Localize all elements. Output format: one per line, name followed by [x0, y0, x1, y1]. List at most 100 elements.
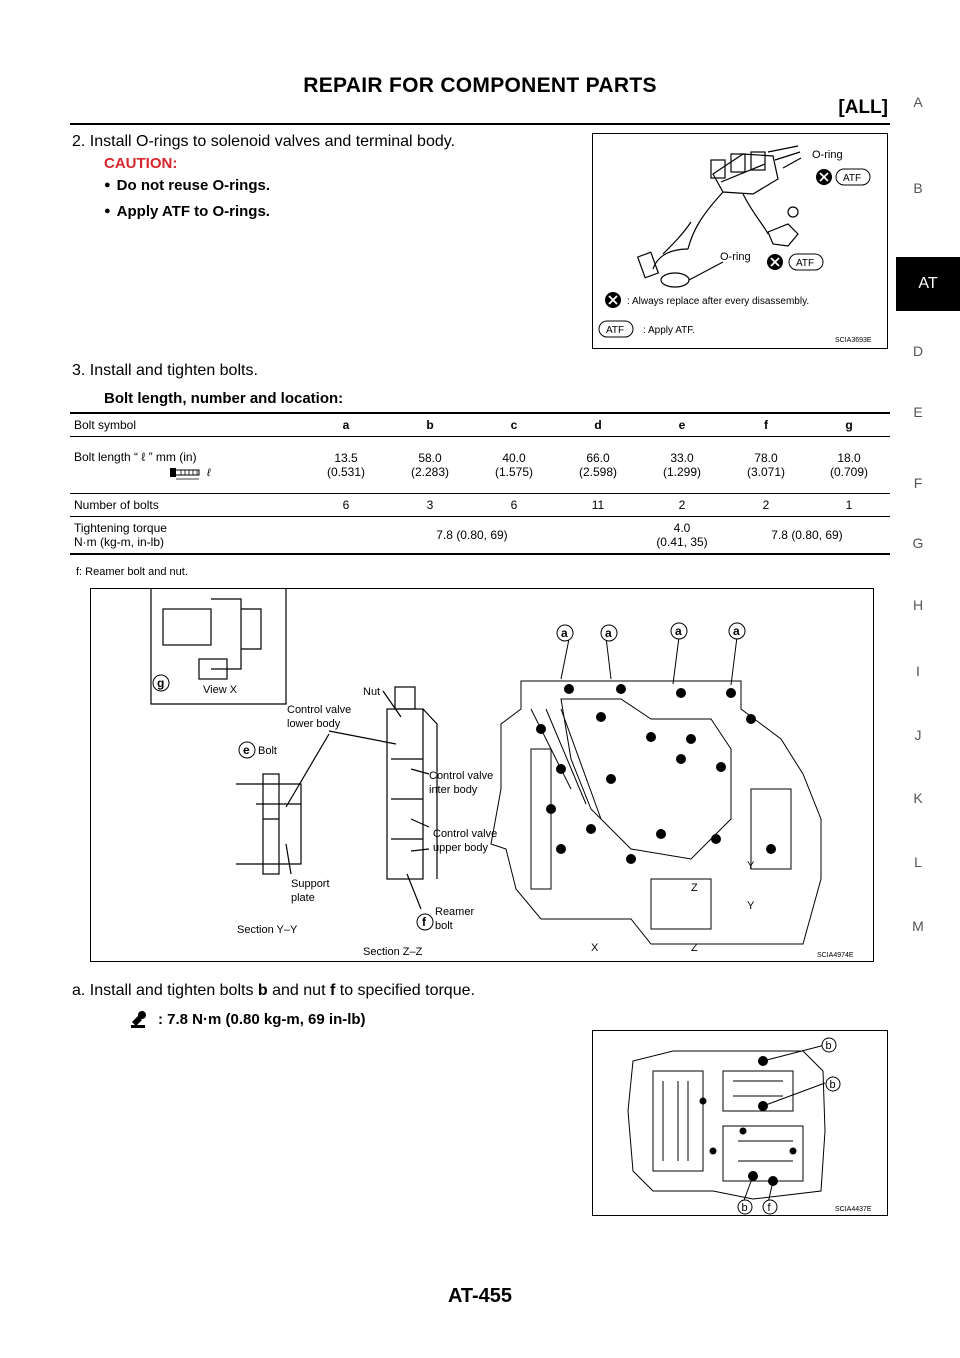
bolt-heads: [699, 1056, 797, 1186]
marker-b-3: b: [737, 1199, 753, 1215]
fig2-cv-lower-1: Control valve: [287, 704, 351, 716]
page-subtitle: [ALL]: [838, 97, 888, 118]
replace-icon: [605, 292, 621, 308]
symbol-g: g: [845, 418, 853, 432]
fig2-section-zz: Section Z–Z: [363, 946, 423, 958]
replace-icon: [767, 254, 783, 270]
step-a-mid: and nut: [267, 982, 330, 999]
fig1-atf-top: ATF: [843, 173, 861, 184]
fig2-y-top: Y: [747, 860, 755, 872]
bolt-heads: [536, 684, 776, 864]
marker-a-2: a: [600, 624, 618, 642]
fig1-atf-legend: ATF: [606, 325, 624, 336]
symbol-a: a: [342, 418, 350, 432]
side-tab-g[interactable]: G: [912, 535, 924, 551]
step-a-nut-f: f: [329, 982, 336, 999]
caution-bullet-1: Do not reuse O-rings.: [104, 177, 270, 194]
bolt-location-diagram: View X Nut Control valve lower body Cont…: [150, 589, 854, 959]
side-tab-l[interactable]: L: [914, 854, 922, 870]
length-mm-d: 66.0: [586, 451, 610, 465]
fig1-oring-bottom: O-ring: [720, 251, 751, 263]
length-in-b: (2.283): [410, 465, 450, 479]
symbol-e: e: [678, 418, 686, 432]
fig2-section-yy: Section Y–Y: [237, 924, 298, 936]
marker-g-label: g: [157, 676, 164, 690]
caution-label: CAUTION:: [104, 155, 178, 172]
side-tab-e[interactable]: E: [913, 404, 923, 420]
replace-icon: [816, 169, 832, 185]
marker-b-label: b: [742, 1202, 748, 1214]
side-tab-d[interactable]: D: [912, 343, 924, 359]
fig1-oring-top: O-ring: [812, 149, 843, 161]
fig2-cv-inter-2: inter body: [429, 784, 478, 796]
marker-b-label: b: [830, 1079, 836, 1091]
fig2-nut: Nut: [363, 686, 380, 698]
count-e: 2: [678, 498, 686, 512]
side-tab-f[interactable]: F: [913, 475, 923, 491]
side-tab-k[interactable]: K: [913, 790, 923, 806]
row-label-torque-2: N·m (kg-m, in-lb): [74, 535, 164, 549]
header-rule: [70, 123, 890, 125]
marker-a-1: a: [556, 624, 574, 642]
count-b: 3: [426, 498, 434, 512]
figure-oring: O-ring ATF O-ring ATF : Always replace a…: [592, 133, 888, 349]
fig2-y-mid: Y: [747, 900, 755, 912]
fig2-cv-lower-2: lower body: [287, 718, 341, 730]
count-f: 2: [762, 498, 770, 512]
fig2-view-x: View X: [203, 684, 238, 696]
torque-wrench-icon: [129, 1009, 149, 1029]
fig1-atf-bottom: ATF: [796, 258, 814, 269]
marker-a-4: a: [728, 622, 746, 640]
side-tab-a[interactable]: A: [913, 94, 923, 110]
symbol-b: b: [426, 418, 434, 432]
marker-a-label: a: [733, 624, 740, 638]
marker-b-1: b: [821, 1037, 837, 1053]
step-a-bolt-b: b: [257, 982, 268, 999]
marker-a-3: a: [670, 622, 688, 640]
fig2-x: X: [591, 942, 599, 954]
row-label-torque-1: Tightening torque: [74, 521, 167, 535]
torque-value: : 7.8 N·m (0.80 kg-m, 69 in-lb): [158, 1010, 366, 1028]
side-tab-m[interactable]: M: [912, 918, 924, 934]
symbol-f: f: [764, 418, 768, 432]
atf-badge-top: [835, 168, 871, 186]
step-a-text: a. Install and tighten bolts b and nut f…: [72, 982, 475, 1000]
length-mm-b: 58.0: [418, 451, 442, 465]
length-in-e: (1.299): [662, 465, 702, 479]
table-row: Number of bolts 6 3 6 11 2 2 1: [70, 494, 890, 517]
row-label-length: Bolt length “ ℓ ” mm (in): [74, 450, 197, 464]
table-row: Bolt length “ ℓ ” mm (in) ℓ 13.5(0.531) …: [70, 437, 890, 494]
length-in-d: (2.598): [578, 465, 618, 479]
bolt-icon: [170, 468, 200, 480]
marker-b-label: b: [826, 1040, 832, 1052]
side-tab-at[interactable]: AT: [896, 257, 960, 311]
step-a-prefix: a. Install and tighten bolts: [72, 982, 258, 999]
length-symbol: ℓ: [207, 467, 211, 479]
side-tab-j[interactable]: J: [914, 727, 922, 743]
fig2-z-bottom: Z: [691, 942, 698, 954]
step-2-text: 2. Install O-rings to solenoid valves an…: [72, 133, 456, 150]
length-mm-c: 40.0: [502, 451, 526, 465]
side-tab-b[interactable]: B: [913, 180, 923, 196]
side-tab-h[interactable]: H: [912, 597, 924, 613]
length-in-f: (3.071): [746, 465, 786, 479]
length-in-c: (1.575): [494, 465, 534, 479]
oring-diagram: O-ring ATF O-ring ATF : Always replace a…: [598, 145, 872, 344]
caution-bullet-2: Apply ATF to O-rings.: [104, 203, 270, 220]
page-number: AT-455: [447, 1285, 513, 1307]
fig1-legend-apply: : Apply ATF.: [643, 325, 695, 336]
atf-badge-legend: [598, 320, 634, 338]
step-3-text: 3. Install and tighten bolts.: [72, 362, 258, 379]
symbol-c: c: [510, 418, 518, 432]
torque-abcd: 7.8 (0.80, 69): [436, 528, 508, 542]
length-in-g: (0.709): [829, 465, 869, 479]
length-mm-f: 78.0: [754, 451, 778, 465]
marker-b-2: b: [825, 1076, 841, 1092]
atf-badge-bottom: [788, 253, 824, 271]
fig2-z-mid: Z: [691, 882, 698, 894]
row-label-count: Number of bolts: [74, 498, 159, 512]
marker-e-label: e: [243, 743, 250, 757]
fig2-reamer-2: bolt: [435, 920, 453, 932]
marker-f-label: f: [768, 1202, 772, 1214]
side-tab-i[interactable]: I: [916, 663, 920, 679]
